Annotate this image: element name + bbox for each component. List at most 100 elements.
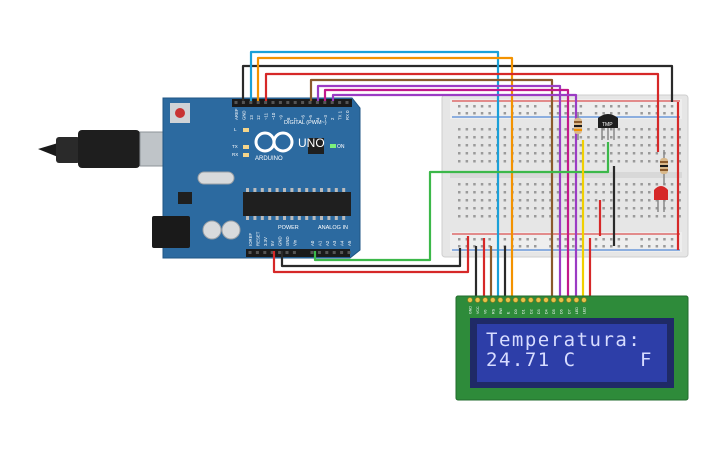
rail-hole[interactable]: [602, 238, 605, 241]
lcd-pin[interactable]: [520, 297, 526, 303]
breadboard-hole[interactable]: [458, 152, 461, 155]
breadboard-hole[interactable]: [480, 199, 484, 202]
breadboard-hole[interactable]: [594, 215, 598, 218]
breadboard-hole[interactable]: [640, 183, 643, 186]
rail-hole[interactable]: [648, 105, 651, 108]
breadboard-hole[interactable]: [534, 144, 537, 147]
rail-hole[interactable]: [503, 238, 507, 241]
breadboard-hole[interactable]: [648, 191, 651, 194]
breadboard-hole[interactable]: [670, 183, 674, 186]
breadboard-hole[interactable]: [587, 207, 590, 210]
rail-hole[interactable]: [594, 238, 598, 241]
resistor-1[interactable]: [574, 112, 582, 140]
breadboard-hole[interactable]: [556, 136, 560, 139]
breadboard-hole[interactable]: [458, 136, 461, 139]
breadboard-hole[interactable]: [556, 207, 560, 210]
breadboard-hole[interactable]: [602, 152, 605, 155]
breadboard-hole[interactable]: [579, 144, 583, 147]
breadboard-hole[interactable]: [579, 207, 583, 210]
breadboard-hole[interactable]: [556, 215, 560, 218]
breadboard-hole[interactable]: [678, 199, 681, 202]
breadboard-hole[interactable]: [556, 160, 560, 163]
breadboard-hole[interactable]: [473, 160, 476, 163]
breadboard-hole[interactable]: [572, 207, 575, 210]
breadboard-hole[interactable]: [556, 144, 560, 147]
rail-hole[interactable]: [655, 238, 659, 241]
breadboard-hole[interactable]: [655, 199, 659, 202]
breadboard-hole[interactable]: [655, 128, 659, 131]
rail-hole[interactable]: [534, 238, 537, 241]
breadboard-hole[interactable]: [587, 128, 590, 131]
breadboard-hole[interactable]: [602, 136, 605, 139]
wire-d3[interactable]: [323, 88, 570, 298]
header-pin[interactable]: [255, 251, 259, 254]
breadboard-hole[interactable]: [625, 191, 628, 194]
breadboard-hole[interactable]: [663, 128, 666, 131]
header-pin[interactable]: [271, 101, 275, 104]
breadboard-hole[interactable]: [640, 128, 643, 131]
breadboard-hole[interactable]: [632, 207, 636, 210]
breadboard-hole[interactable]: [610, 136, 613, 139]
breadboard-hole[interactable]: [587, 215, 590, 218]
header-pin[interactable]: [248, 251, 252, 254]
breadboard-hole[interactable]: [503, 183, 507, 186]
breadboard-hole[interactable]: [594, 144, 598, 147]
breadboard-hole[interactable]: [458, 207, 461, 210]
rail-hole[interactable]: [640, 112, 643, 115]
breadboard-hole[interactable]: [549, 191, 552, 194]
rail-hole[interactable]: [534, 245, 537, 248]
breadboard-hole[interactable]: [480, 160, 484, 163]
breadboard-hole[interactable]: [625, 144, 628, 147]
breadboard-hole[interactable]: [670, 152, 674, 155]
breadboard-hole[interactable]: [625, 136, 628, 139]
header-pin[interactable]: [315, 101, 319, 104]
breadboard-hole[interactable]: [564, 136, 567, 139]
breadboard-hole[interactable]: [579, 215, 583, 218]
rail-hole[interactable]: [640, 105, 643, 108]
rail-hole[interactable]: [473, 245, 476, 248]
rail-hole[interactable]: [556, 112, 560, 115]
wire-d5[interactable]: [309, 78, 554, 298]
breadboard-hole[interactable]: [610, 152, 613, 155]
breadboard-hole[interactable]: [632, 160, 636, 163]
rail-hole[interactable]: [480, 105, 484, 108]
rail-hole[interactable]: [640, 238, 643, 241]
rail-hole[interactable]: [465, 238, 469, 241]
breadboard-hole[interactable]: [465, 160, 469, 163]
breadboard-hole[interactable]: [518, 207, 522, 210]
breadboard-hole[interactable]: [678, 128, 681, 131]
breadboard-hole[interactable]: [518, 136, 522, 139]
breadboard-hole[interactable]: [518, 160, 522, 163]
breadboard-hole[interactable]: [648, 215, 651, 218]
breadboard-hole[interactable]: [640, 199, 643, 202]
rail-hole[interactable]: [556, 238, 560, 241]
rail-hole[interactable]: [602, 105, 605, 108]
breadboard-hole[interactable]: [610, 199, 613, 202]
breadboard-hole[interactable]: [488, 191, 491, 194]
breadboard-hole[interactable]: [473, 215, 476, 218]
breadboard-hole[interactable]: [587, 152, 590, 155]
rail-hole[interactable]: [670, 112, 674, 115]
breadboard-hole[interactable]: [473, 136, 476, 139]
breadboard-hole[interactable]: [534, 183, 537, 186]
breadboard-hole[interactable]: [465, 152, 469, 155]
wire-gnd[interactable]: [280, 248, 462, 268]
header-pin[interactable]: [347, 251, 351, 254]
breadboard-hole[interactable]: [488, 199, 491, 202]
breadboard-hole[interactable]: [640, 215, 643, 218]
breadboard-hole[interactable]: [534, 199, 537, 202]
breadboard-hole[interactable]: [617, 191, 621, 194]
breadboard-hole[interactable]: [458, 128, 461, 131]
breadboard-hole[interactable]: [594, 152, 598, 155]
breadboard-hole[interactable]: [518, 215, 522, 218]
rail-hole[interactable]: [572, 238, 575, 241]
breadboard-hole[interactable]: [549, 207, 552, 210]
breadboard-hole[interactable]: [480, 183, 484, 186]
lcd-pin[interactable]: [558, 297, 564, 303]
rail-hole[interactable]: [534, 112, 537, 115]
breadboard-hole[interactable]: [473, 152, 476, 155]
breadboard-hole[interactable]: [465, 136, 469, 139]
lcd-pin[interactable]: [497, 297, 504, 303]
breadboard-hole[interactable]: [503, 152, 507, 155]
breadboard-hole[interactable]: [488, 144, 491, 147]
